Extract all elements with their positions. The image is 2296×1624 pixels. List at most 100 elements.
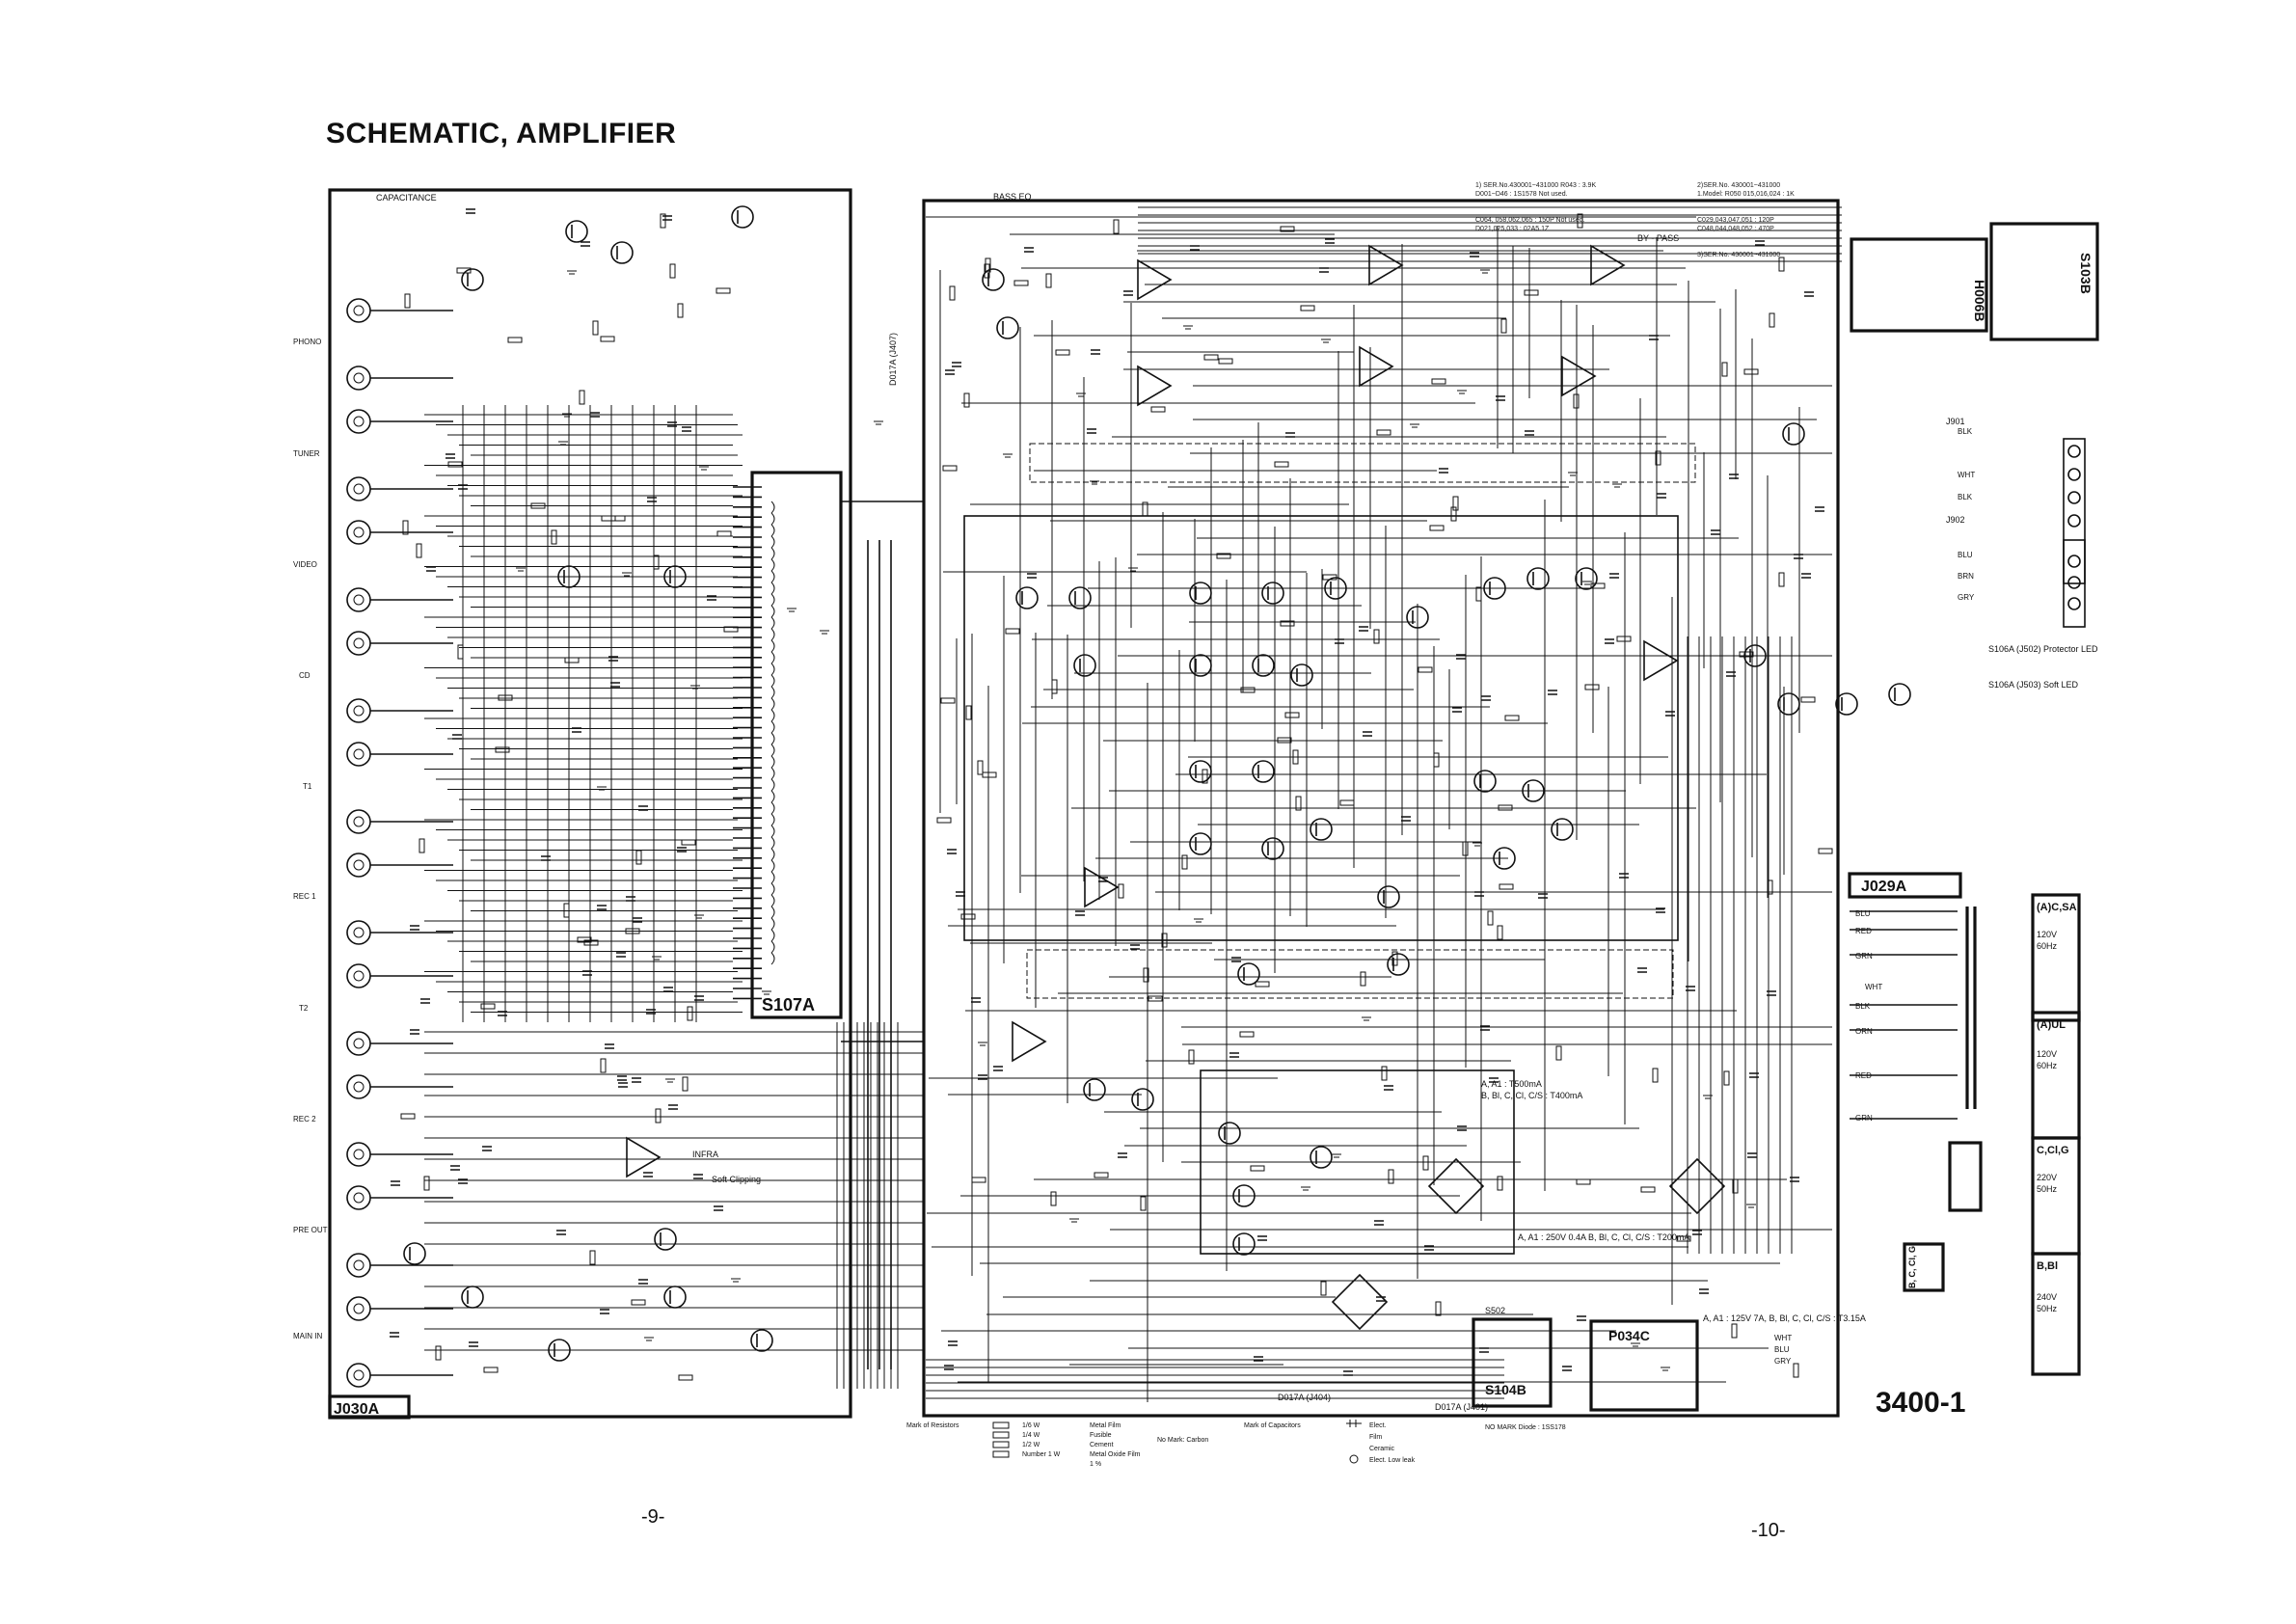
ground-symbol xyxy=(1582,581,1592,585)
rca-jack xyxy=(346,1253,371,1278)
transistor xyxy=(1782,422,1805,446)
selector-contact xyxy=(770,605,775,618)
op-amp-ic xyxy=(1368,244,1404,286)
selector-contact xyxy=(770,882,775,896)
svg-text:Metal Film: Metal Film xyxy=(1090,1422,1121,1429)
resistor xyxy=(1239,1031,1255,1038)
resistor xyxy=(1500,318,1507,334)
resistor xyxy=(1721,362,1728,377)
selector-contact xyxy=(770,825,775,838)
svg-text:240V: 240V xyxy=(2037,1292,2057,1302)
resistor xyxy=(1584,684,1600,690)
page-number-left: -9- xyxy=(641,1506,665,1528)
label-j030a: J030A xyxy=(334,1401,380,1418)
selector-contact xyxy=(770,582,775,595)
rca-jack xyxy=(346,1142,371,1167)
resistor xyxy=(1202,769,1208,784)
capacitor xyxy=(1087,428,1096,434)
transistor xyxy=(1189,832,1212,855)
selector-contact xyxy=(770,651,775,664)
capacitor xyxy=(1747,1152,1757,1158)
resistor xyxy=(1013,280,1029,286)
transistor xyxy=(1252,654,1275,677)
hot-plug-box xyxy=(1903,1242,1945,1292)
resistor xyxy=(1475,586,1482,602)
svg-text:RED: RED xyxy=(1855,927,1872,935)
resistor xyxy=(416,543,422,558)
variant-a-ul: (A)UL xyxy=(2037,1019,2066,1031)
capacitor xyxy=(616,952,626,958)
svg-text:Elect. Low leak: Elect. Low leak xyxy=(1369,1457,1416,1464)
resistor xyxy=(400,1113,416,1120)
resistor xyxy=(1284,712,1300,718)
ground-symbol xyxy=(1128,567,1138,572)
resistor xyxy=(1452,496,1459,511)
ground-symbol xyxy=(1321,338,1331,343)
resistor xyxy=(1050,1191,1057,1206)
capacitor xyxy=(1335,638,1344,644)
capacitor xyxy=(498,1011,507,1016)
capacitor xyxy=(1231,957,1241,962)
svg-text:No Mark: Carbon: No Mark: Carbon xyxy=(1157,1437,1208,1444)
resistor xyxy=(1045,273,1052,288)
transistor xyxy=(1189,654,1212,677)
resistor xyxy=(1280,620,1295,627)
transistor xyxy=(1483,577,1506,600)
ground-symbol xyxy=(1661,1367,1670,1371)
resistor xyxy=(1504,715,1520,721)
capacitor xyxy=(1548,690,1557,695)
resistor xyxy=(1142,501,1148,517)
resistor xyxy=(965,705,972,720)
resistor xyxy=(723,626,739,633)
resistor xyxy=(1339,799,1355,806)
transistor xyxy=(461,268,484,291)
capacitor xyxy=(1457,1125,1467,1131)
capacitor xyxy=(662,215,672,221)
transistor xyxy=(1261,837,1284,860)
ground-symbol xyxy=(1076,392,1086,397)
power-variant-boxes: (A)C,SA 120V 60Hz (A)UL 120V 60Hz C,Cl,G… xyxy=(2031,893,2081,1376)
label-s104b: S104B xyxy=(1485,1382,1526,1397)
svg-text:Number 1 W: Number 1 W xyxy=(1022,1451,1061,1458)
ground-symbol xyxy=(820,630,829,635)
ground-symbol xyxy=(787,608,797,612)
capacitor xyxy=(605,1043,614,1049)
resistor xyxy=(1739,651,1754,658)
capacitor xyxy=(1577,1315,1586,1321)
selector-contact xyxy=(770,940,775,954)
resistor xyxy=(495,746,510,753)
resistor xyxy=(1732,1178,1739,1194)
transistor xyxy=(1377,885,1400,908)
capacitor xyxy=(1649,335,1659,340)
capacitor xyxy=(1024,247,1034,253)
transistor xyxy=(1237,962,1260,986)
ground-symbol xyxy=(1194,918,1203,923)
resistor xyxy=(1778,572,1785,587)
capacitor xyxy=(643,1172,653,1177)
capacitor xyxy=(1479,1347,1489,1353)
rca-jack xyxy=(346,963,371,988)
power-transformer xyxy=(1850,907,1977,1120)
rca-jack-center xyxy=(353,1192,365,1204)
resistor xyxy=(1277,737,1292,744)
selector-contact xyxy=(770,744,775,757)
ground-symbol xyxy=(694,914,704,919)
capacitor xyxy=(1480,1025,1490,1031)
resistor xyxy=(600,336,615,342)
rca-jack-center xyxy=(353,705,365,717)
resistor xyxy=(1216,553,1231,559)
rca-jack xyxy=(346,298,371,323)
resistor xyxy=(483,1367,499,1373)
resistor xyxy=(1360,971,1366,987)
rca-jack-center xyxy=(353,927,365,938)
capacitor xyxy=(948,1340,958,1346)
resistor xyxy=(1731,1323,1738,1339)
transistor xyxy=(1015,586,1039,609)
transistor xyxy=(1324,577,1347,600)
legend-capacitors-title: Mark of Capacitors xyxy=(1244,1422,1301,1429)
capacitor xyxy=(617,1075,627,1081)
selector-contact xyxy=(770,767,775,780)
resistor xyxy=(681,839,696,846)
capacitor xyxy=(646,1009,656,1015)
resistor xyxy=(655,1108,662,1123)
